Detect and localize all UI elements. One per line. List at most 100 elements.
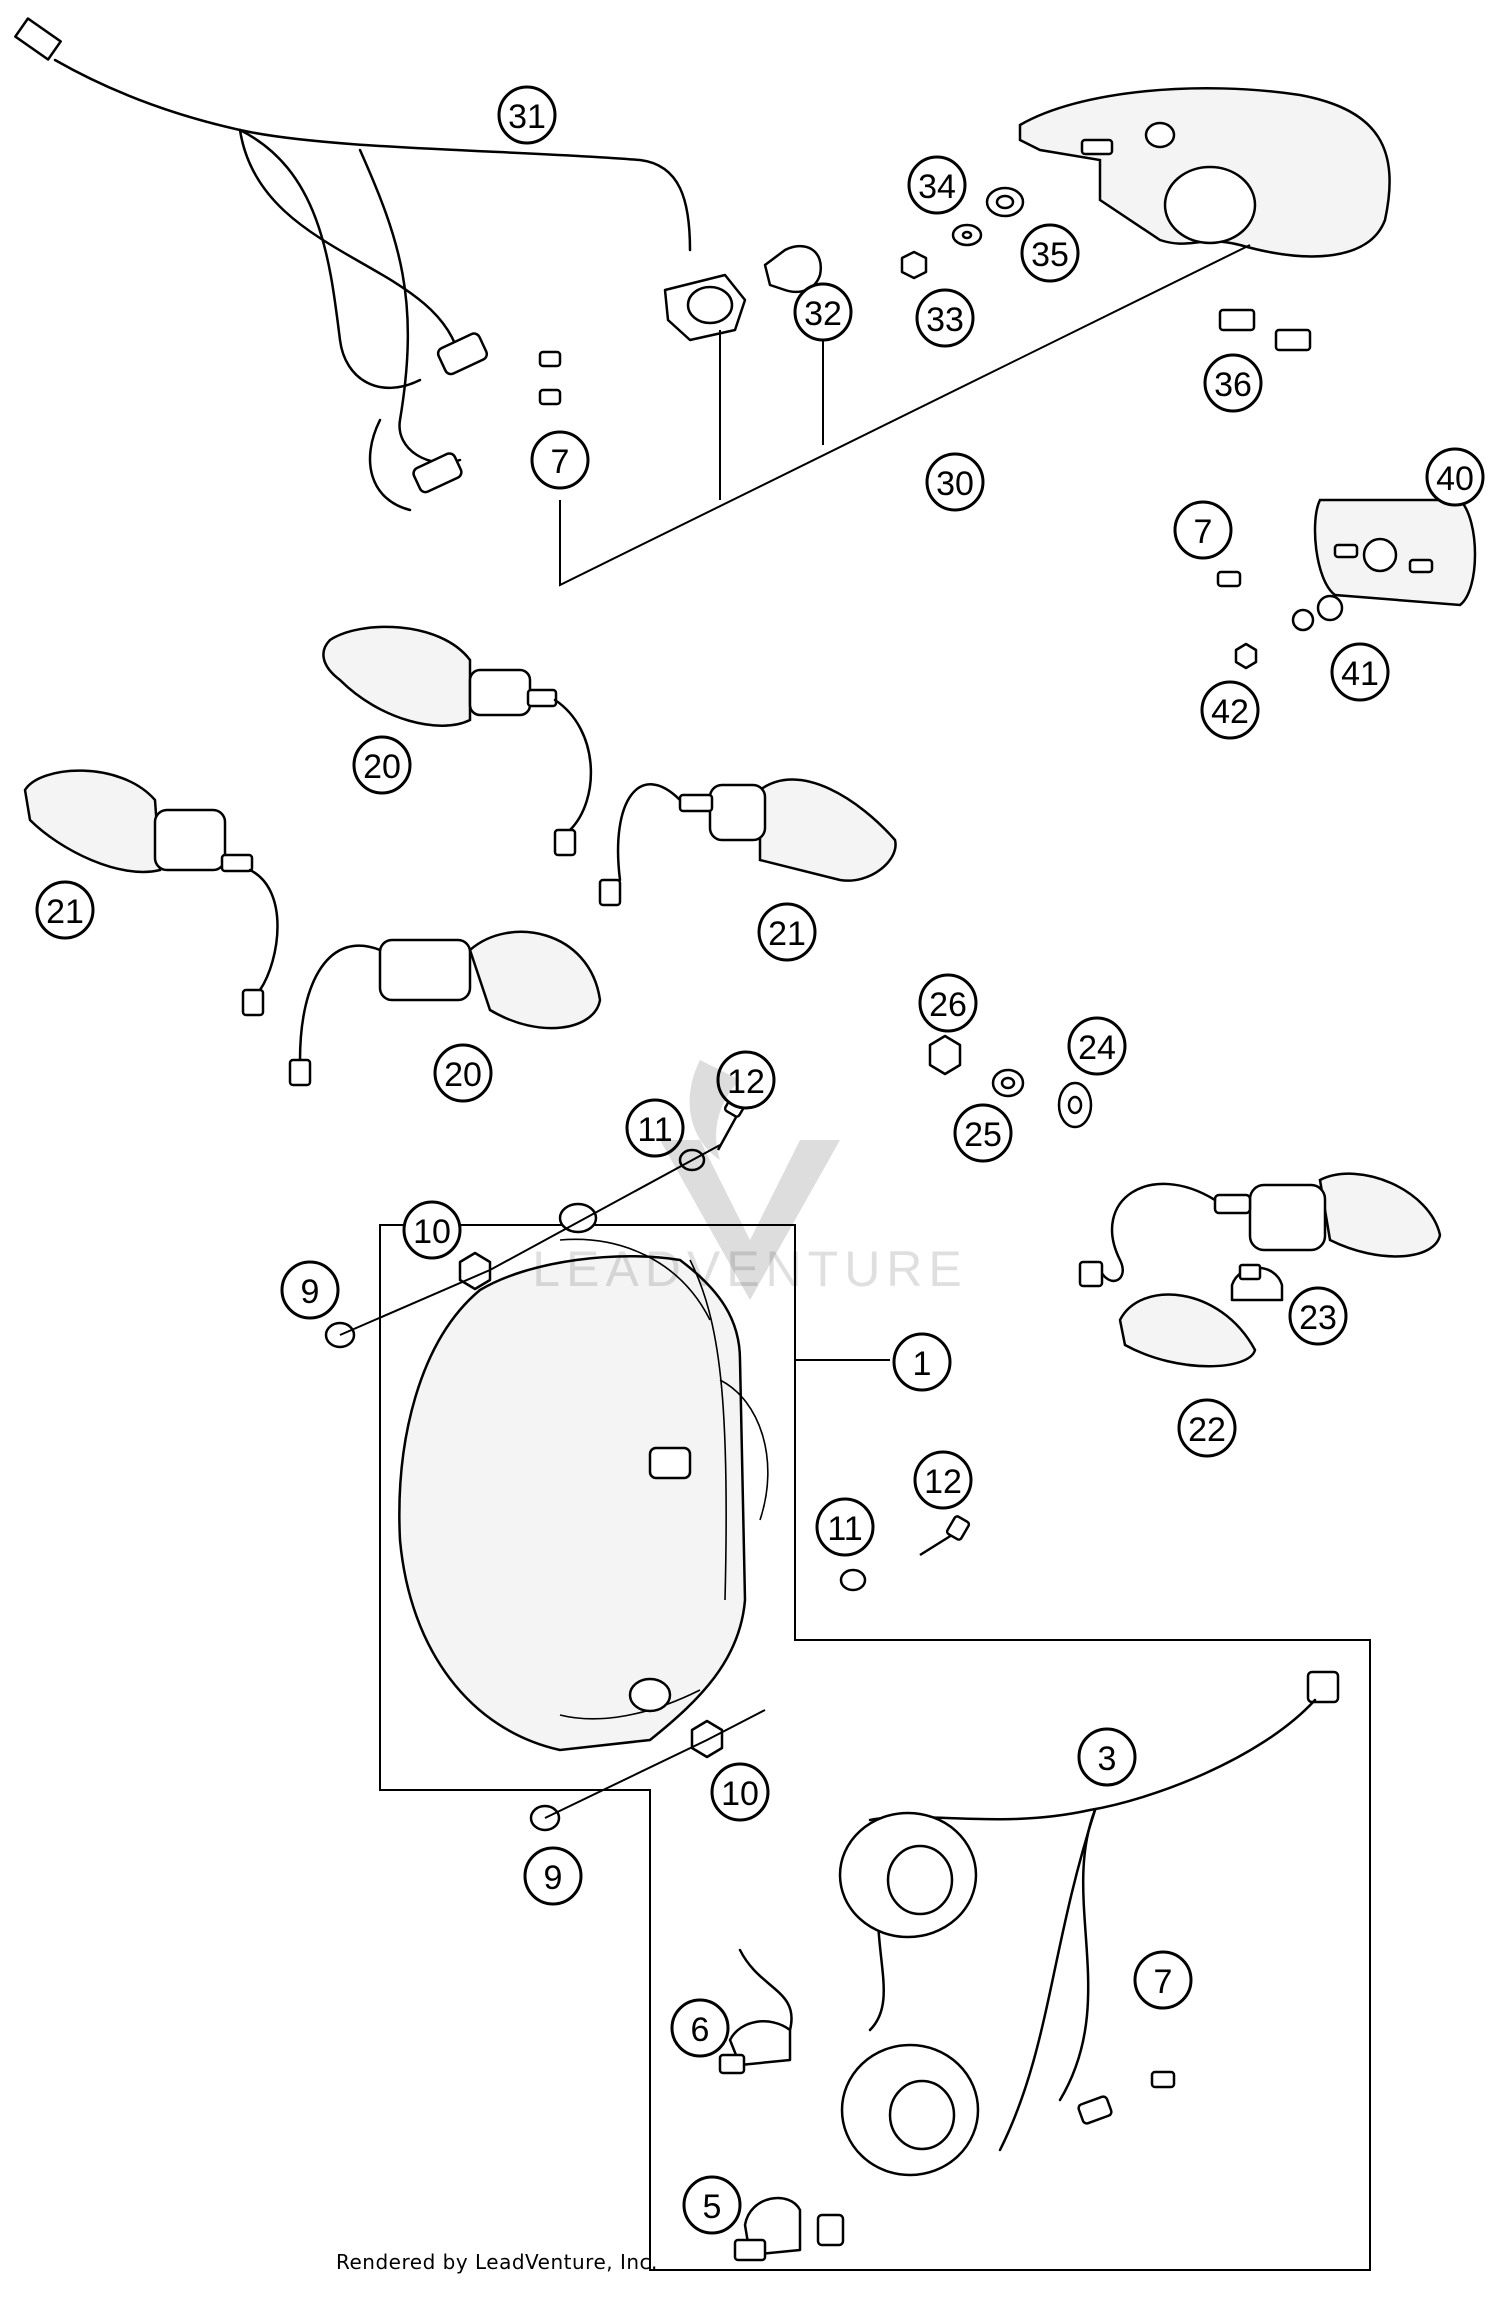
nut-26 xyxy=(928,1034,962,1076)
callout-41: 41 xyxy=(1330,642,1390,702)
svg-text:24: 24 xyxy=(1078,1029,1116,1067)
svg-text:1: 1 xyxy=(913,1345,932,1383)
callout-10-lower: 10 xyxy=(710,1762,770,1822)
turn-signal-upper-right xyxy=(598,778,897,907)
callout-6: 6 xyxy=(670,1998,730,2058)
screw-12-lower xyxy=(919,1515,971,1557)
tail-grommet-35 xyxy=(985,186,1025,218)
watermark-text: LEADVENTURE xyxy=(532,1241,968,1297)
svg-text:11: 11 xyxy=(827,1510,862,1548)
svg-text:32: 32 xyxy=(804,295,842,333)
turn-signal-lower-right xyxy=(288,930,602,1087)
headlight xyxy=(398,1202,769,1752)
svg-text:20: 20 xyxy=(444,1056,482,1094)
svg-text:42: 42 xyxy=(1211,693,1249,731)
callout-32: 32 xyxy=(793,282,853,342)
svg-text:34: 34 xyxy=(918,168,956,206)
headlight-harness xyxy=(816,1670,1340,2247)
svg-text:5: 5 xyxy=(703,2188,722,2226)
callout-25: 25 xyxy=(953,1103,1013,1163)
svg-text:12: 12 xyxy=(727,1063,765,1101)
callout-7-upper: 7 xyxy=(530,430,590,490)
svg-text:23: 23 xyxy=(1299,1299,1337,1337)
bulb-6 xyxy=(718,1948,793,2075)
callout-30: 30 xyxy=(925,452,985,512)
plate-nut-42 xyxy=(1234,642,1258,670)
callout-23: 23 xyxy=(1288,1286,1348,1346)
callout-11-lower: 11 xyxy=(815,1497,875,1557)
svg-text:31: 31 xyxy=(508,98,546,136)
svg-text:6: 6 xyxy=(691,2011,710,2049)
svg-text:30: 30 xyxy=(936,465,974,503)
callout-22: 22 xyxy=(1177,1398,1237,1458)
callout-5: 5 xyxy=(682,2175,742,2235)
svg-text:25: 25 xyxy=(964,1116,1002,1154)
washer-11-lower xyxy=(839,1568,867,1592)
tail-pads-36 xyxy=(1218,308,1312,352)
bulb-23 xyxy=(1230,1263,1284,1302)
svg-text:9: 9 xyxy=(301,1273,320,1311)
svg-text:3: 3 xyxy=(1098,1740,1117,1778)
footer-credit: Rendered by LeadVenture, Inc. xyxy=(336,2250,658,2274)
svg-text:26: 26 xyxy=(929,986,967,1024)
svg-text:7: 7 xyxy=(1194,513,1213,551)
svg-text:36: 36 xyxy=(1214,366,1252,404)
tail-light-housing xyxy=(1018,87,1391,258)
tail-bulb-32 xyxy=(763,244,823,294)
svg-text:35: 35 xyxy=(1031,236,1069,274)
turn-signal-lower-left xyxy=(23,769,279,1017)
turn-signal-right-kit xyxy=(1078,1172,1442,1288)
callout-34: 34 xyxy=(907,155,967,215)
svg-text:21: 21 xyxy=(46,893,84,931)
callout-40: 40 xyxy=(1425,447,1485,507)
svg-text:7: 7 xyxy=(551,443,570,481)
svg-text:12: 12 xyxy=(924,1463,962,1501)
callout-1: 1 xyxy=(892,1332,952,1392)
svg-text:20: 20 xyxy=(363,748,401,786)
washer-24 xyxy=(1057,1081,1093,1129)
callout-10-upper: 10 xyxy=(402,1200,462,1260)
tail-washer-34 xyxy=(951,223,983,247)
callout-7-plate: 7 xyxy=(1173,500,1233,560)
callout-12-lower: 12 xyxy=(913,1450,973,1510)
bulb-5 xyxy=(733,2196,802,2262)
plate-washers-41 xyxy=(1291,594,1344,632)
svg-text:10: 10 xyxy=(721,1775,759,1813)
svg-text:21: 21 xyxy=(768,915,806,953)
svg-text:41: 41 xyxy=(1341,655,1379,693)
svg-text:22: 22 xyxy=(1188,1411,1226,1449)
tail-bulb-socket xyxy=(663,273,747,342)
callout-20-upper: 20 xyxy=(352,735,412,795)
callout-11-upper: 11 xyxy=(625,1098,685,1158)
callout-21-left: 21 xyxy=(35,880,95,940)
callout-9-lower: 9 xyxy=(523,1846,583,1906)
svg-text:10: 10 xyxy=(413,1213,451,1251)
callout-26: 26 xyxy=(918,973,978,1033)
bulb-7-headlight xyxy=(1150,2070,1176,2089)
turn-signal-upper-left xyxy=(322,625,593,857)
svg-text:7: 7 xyxy=(1154,1963,1173,2001)
plate-bulb-7 xyxy=(1216,570,1242,588)
callout-7-headlight: 7 xyxy=(1133,1950,1193,2010)
lock-washer-25 xyxy=(991,1068,1025,1098)
callout-20-lower: 20 xyxy=(433,1043,493,1103)
callout-42: 42 xyxy=(1200,680,1260,740)
tail-nut-33 xyxy=(900,250,928,280)
svg-text:33: 33 xyxy=(926,301,964,339)
callout-36: 36 xyxy=(1203,353,1263,413)
callout-35: 35 xyxy=(1020,223,1080,283)
callout-31: 31 xyxy=(497,85,557,145)
callout-9-upper: 9 xyxy=(280,1260,340,1320)
headlight-group-frame xyxy=(379,1224,1371,2271)
svg-text:40: 40 xyxy=(1436,460,1474,498)
callout-12-upper: 12 xyxy=(716,1050,776,1110)
svg-text:9: 9 xyxy=(544,1859,563,1897)
license-plate-light xyxy=(1313,498,1477,607)
lens-22 xyxy=(1118,1293,1257,1368)
callout-21-right: 21 xyxy=(757,902,817,962)
callout-3: 3 xyxy=(1077,1727,1137,1787)
callout-24: 24 xyxy=(1067,1016,1127,1076)
rear-wiring-harness xyxy=(14,17,692,512)
callout-33: 33 xyxy=(915,288,975,348)
